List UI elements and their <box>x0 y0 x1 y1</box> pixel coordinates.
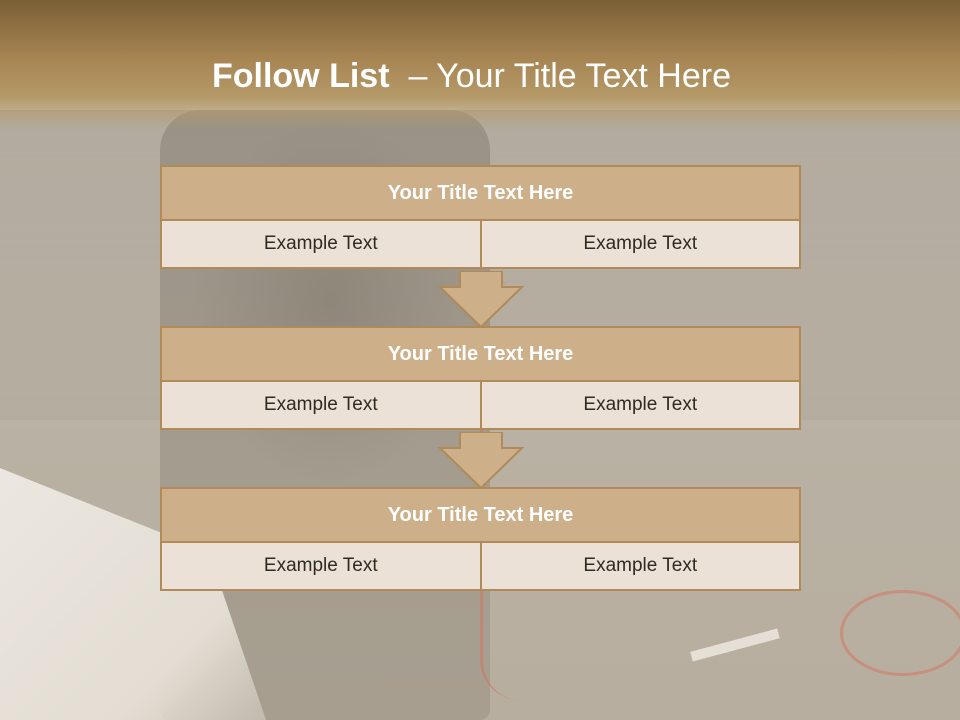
block-title: Your Title Text Here <box>160 487 801 543</box>
slide-title-rest: – Your Title Text Here <box>408 57 732 95</box>
block-title: Your Title Text Here <box>160 326 801 382</box>
block-cell-right: Example Text <box>479 219 801 269</box>
block-cell-left: Example Text <box>160 219 482 269</box>
block-row: Example Text Example Text <box>160 219 801 269</box>
block-cell-right: Example Text <box>479 380 801 430</box>
block-title: Your Title Text Here <box>160 165 801 221</box>
block-cell-left: Example Text <box>160 541 482 591</box>
block-row: Example Text Example Text <box>160 541 801 591</box>
header-band <box>0 0 960 130</box>
block-row: Example Text Example Text <box>160 380 801 430</box>
background-hose-coil <box>840 590 960 676</box>
block-cell-left: Example Text <box>160 380 482 430</box>
list-block-3: Your Title Text Here Example Text Exampl… <box>160 487 801 591</box>
slide-title-bold: Follow List <box>211 57 390 95</box>
list-block-1: Your Title Text Here Example Text Exampl… <box>160 165 801 269</box>
arrow-down-icon <box>438 271 524 329</box>
background-tool <box>690 628 780 662</box>
list-block-2: Your Title Text Here Example Text Exampl… <box>160 326 801 430</box>
arrow-down-icon <box>438 432 524 490</box>
slide-title: Follow List – Your Title Text Here <box>0 52 943 100</box>
block-cell-right: Example Text <box>479 541 801 591</box>
